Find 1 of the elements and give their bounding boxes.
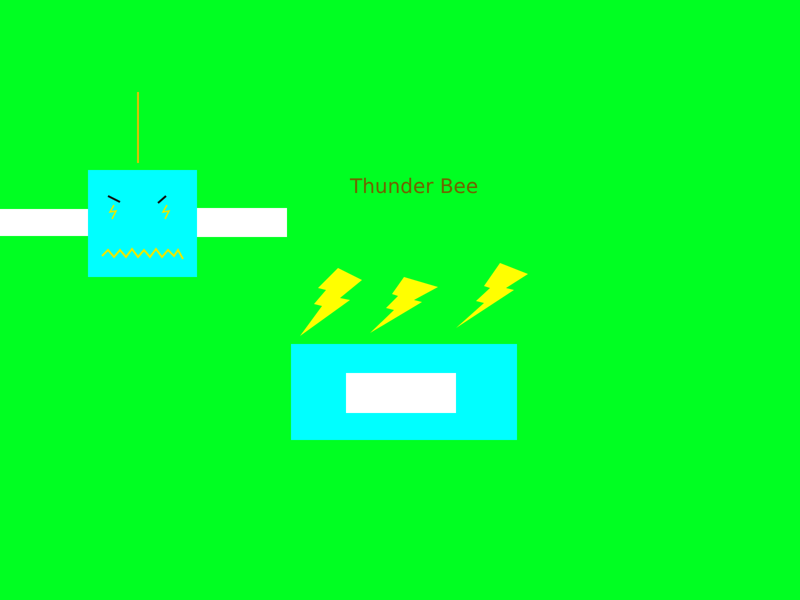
title-text: Thunder Bee (350, 173, 478, 199)
